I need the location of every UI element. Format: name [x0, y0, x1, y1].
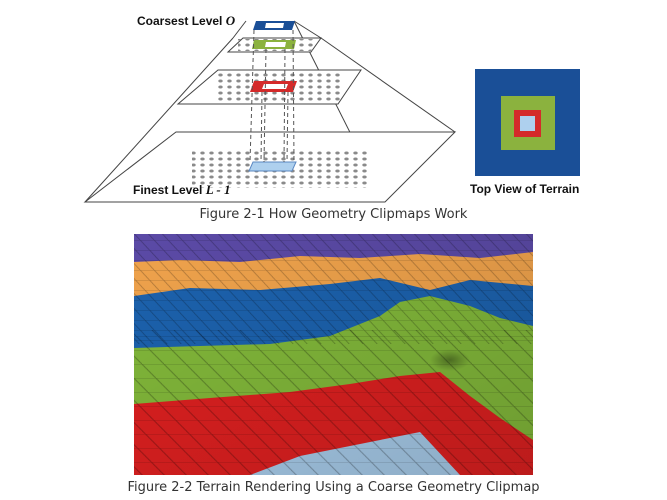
- clipmap-pyramid-diagram: [83, 20, 580, 203]
- level3-patch-inner: [262, 84, 288, 89]
- level2-patch-inner: [265, 42, 286, 47]
- dashed-connectors: [249, 29, 295, 163]
- finest-level-label: Finest Level L - 1: [133, 182, 231, 197]
- finest-level-patch: [248, 161, 297, 172]
- top-view-finest: [520, 116, 535, 131]
- coarsest-level-label: Coarsest Level O: [137, 13, 236, 28]
- figure1-caption: Figure 2-1 How Geometry Clipmaps Work: [199, 207, 468, 222]
- coarsest-level-hole: [265, 23, 284, 28]
- top-view-label: Top View of Terrain: [470, 182, 580, 196]
- figure2-caption: Figure 2-2 Terrain Rendering Using a Coa…: [127, 480, 540, 495]
